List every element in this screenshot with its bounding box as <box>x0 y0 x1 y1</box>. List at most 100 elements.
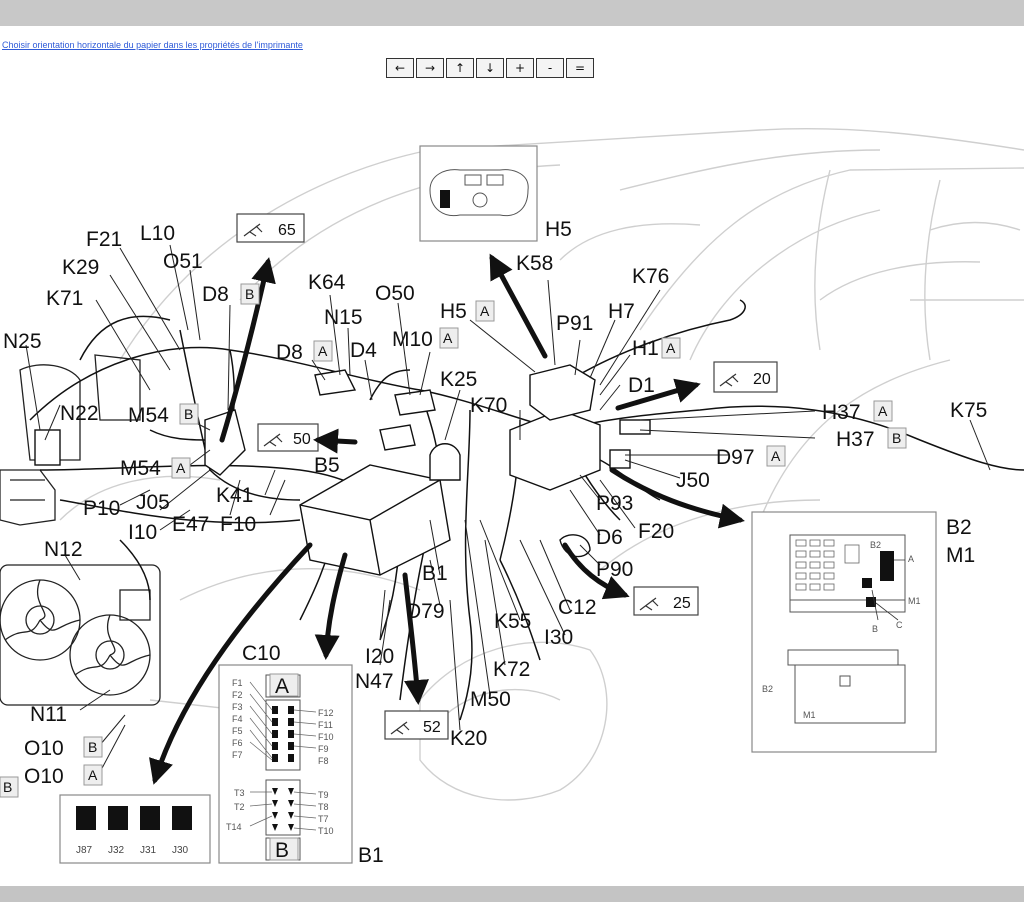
label-I30: I30 <box>544 626 573 649</box>
arrow-left-icon: ← <box>394 61 406 75</box>
fuse-label-B2-lower: B2 <box>762 684 773 694</box>
label-F10: F10 <box>220 513 256 536</box>
label-N47: N47 <box>355 670 394 693</box>
label-F20: F20 <box>638 520 674 543</box>
label-N25: N25 <box>3 330 42 353</box>
suffix-edge-B: B <box>3 779 12 795</box>
ref-20: 20 <box>753 371 771 388</box>
suffix-M54-B: B <box>184 406 193 422</box>
reference-boxes <box>236 213 778 740</box>
suffix-O10-B: B <box>88 739 97 755</box>
window-top-bar <box>0 0 1024 26</box>
label-K20: K20 <box>450 727 487 750</box>
label-I20: I20 <box>365 645 394 668</box>
label-P10: P10 <box>83 497 120 520</box>
label-H37-bottom: H37 <box>836 428 875 451</box>
label-P91: P91 <box>556 312 593 335</box>
pin-F11: F11 <box>318 720 333 730</box>
pin-T7: T7 <box>318 814 329 824</box>
arrow-down-icon: ↓ <box>484 61 496 75</box>
pin-F3: F3 <box>232 702 243 712</box>
pin-T9: T9 <box>318 790 329 800</box>
ref-65: 65 <box>278 222 296 239</box>
label-H5: H5 <box>440 300 467 323</box>
minus-icon: - <box>547 61 553 75</box>
pin-F5: F5 <box>232 726 243 736</box>
suffix-O10-A: A <box>88 767 98 783</box>
label-P90: P90 <box>596 558 633 581</box>
fit-button[interactable]: = <box>566 58 594 78</box>
suffix-H5-A: A <box>480 303 490 319</box>
pin-F4: F4 <box>232 714 243 724</box>
label-J05: J05 <box>136 491 170 514</box>
label-N22: N22 <box>60 402 99 425</box>
reference-numbers: 65 50 20 25 52 <box>278 222 771 736</box>
navigation-toolbar: ← → ↑ ↓ + - = <box>386 58 594 78</box>
nav-right-button[interactable]: → <box>416 58 444 78</box>
label-O51: O51 <box>163 250 203 273</box>
suffix-D8-A: A <box>318 343 328 359</box>
inset-j-connectors <box>59 794 211 864</box>
fuse-label-M1: M1 <box>908 596 921 606</box>
label-J50: J50 <box>676 469 710 492</box>
fit-icon: = <box>574 61 586 75</box>
pin-F7: F7 <box>232 750 243 760</box>
component-labels: F21 L10 O51 K29 K71 D8 K64 N15 O50 H5 K5… <box>3 218 987 867</box>
pin-T8: T8 <box>318 802 329 812</box>
label-D79: D79 <box>406 600 445 623</box>
plus-icon: + <box>514 61 526 75</box>
ref-50: 50 <box>293 431 311 448</box>
label-N15: N15 <box>324 306 363 329</box>
inset-b1-c10 <box>218 664 353 864</box>
fuse-label-M1-lower: M1 <box>803 710 816 720</box>
fuse-label-B2: B2 <box>870 540 881 550</box>
label-K76: K76 <box>632 265 669 288</box>
reference-hands <box>243 223 739 735</box>
pin-J87: J87 <box>76 845 93 856</box>
label-B1-inset: B1 <box>358 844 384 867</box>
label-M1: M1 <box>946 544 975 567</box>
label-D97: D97 <box>716 446 755 469</box>
suffix-M10-A: A <box>443 330 453 346</box>
zoom-in-button[interactable]: + <box>506 58 534 78</box>
pin-T10: T10 <box>318 826 334 836</box>
print-orientation-hint-link[interactable]: Choisir orientation horizontale du papie… <box>2 40 303 50</box>
label-H7: H7 <box>608 300 635 323</box>
arrow-right-icon: → <box>424 61 436 75</box>
label-H1: H1 <box>632 337 659 360</box>
pin-T3: T3 <box>234 788 245 798</box>
zoom-out-button[interactable]: - <box>536 58 564 78</box>
label-L10: L10 <box>140 222 175 245</box>
nav-left-button[interactable]: ← <box>386 58 414 78</box>
leader-lines <box>25 244 991 773</box>
label-H37-top: H37 <box>822 401 861 424</box>
label-B1-main: B1 <box>422 562 448 585</box>
label-C10: C10 <box>242 642 281 665</box>
pin-T2: T2 <box>234 802 245 812</box>
pin-J30: J30 <box>172 845 189 856</box>
label-K75: K75 <box>950 399 987 422</box>
inset-b1-letter-B: B <box>275 839 289 862</box>
label-D6: D6 <box>596 526 623 549</box>
suffix-H37-A: A <box>878 403 888 419</box>
label-O10-top: O10 <box>24 737 64 760</box>
label-N11: N11 <box>30 703 67 726</box>
inset-c10-letter-A: A <box>275 675 289 698</box>
ref-52: 52 <box>423 719 441 736</box>
label-H5-top: H5 <box>545 218 572 241</box>
pointer-arrows <box>149 253 745 785</box>
label-K71: K71 <box>46 287 83 310</box>
label-K70: K70 <box>470 394 507 417</box>
nav-up-button[interactable]: ↑ <box>446 58 474 78</box>
inset-b2-m1 <box>751 511 937 753</box>
fuse-label-A: A <box>908 554 914 564</box>
car-outline <box>59 127 1024 801</box>
pin-J31: J31 <box>140 845 157 856</box>
suffix-M54-A: A <box>176 460 186 476</box>
pin-F6: F6 <box>232 738 243 748</box>
nav-down-button[interactable]: ↓ <box>476 58 504 78</box>
arrow-up-icon: ↑ <box>454 61 466 75</box>
label-K58: K58 <box>516 252 553 275</box>
label-K25: K25 <box>440 368 477 391</box>
